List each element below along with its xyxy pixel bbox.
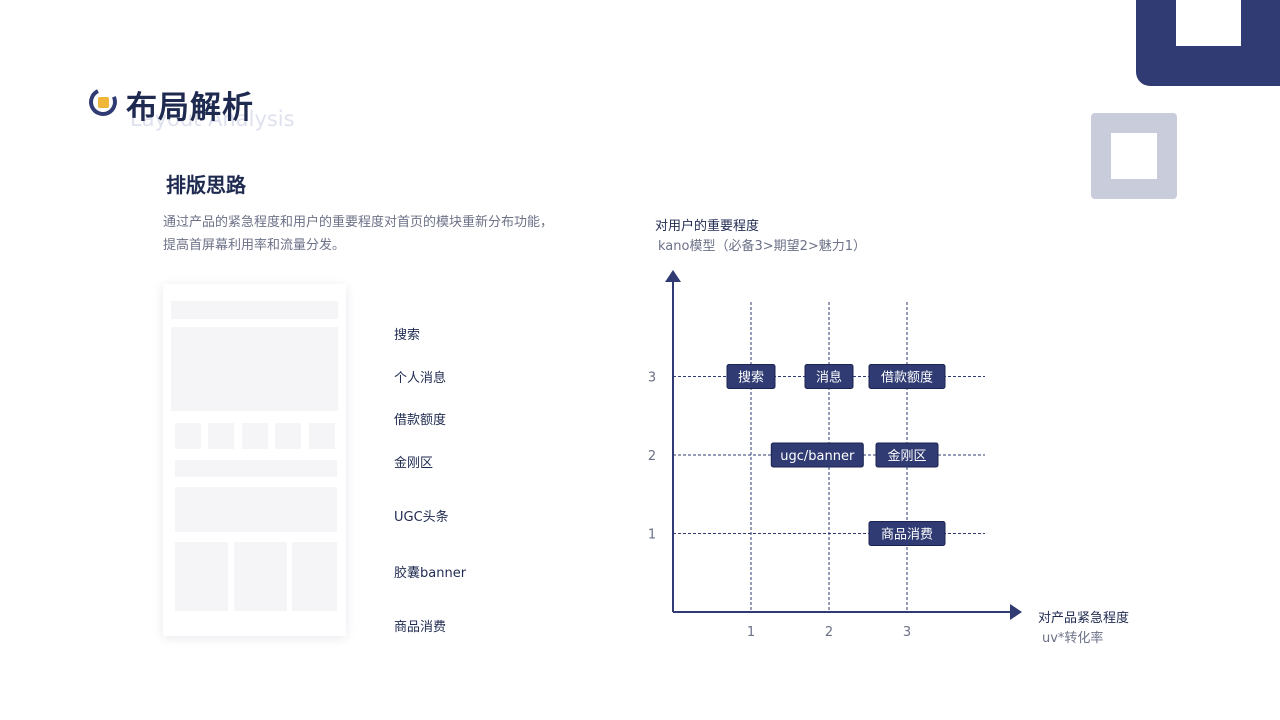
chart-x-tick-label: 3 (903, 625, 911, 640)
section-title: 排版思路 (166, 173, 246, 197)
wireframe-banner (175, 487, 337, 532)
wireframe-message-block (171, 327, 338, 411)
chart-point-label: 搜索 (738, 371, 764, 386)
wireframe-icon-slot (208, 423, 234, 449)
chart-point-label: 借款额度 (881, 370, 933, 386)
page-title: 布局解析 (126, 90, 254, 126)
decor-square-mid-hole (1111, 133, 1157, 179)
page-subtitle-en: Layout Analysis (130, 107, 295, 131)
chart-point-box (868, 364, 946, 389)
chart-point-label: 消息 (816, 370, 842, 386)
wireframe-ugc-bar (175, 460, 337, 477)
module-label-ugc: UGC头条 (394, 510, 449, 525)
chart-point-box (770, 442, 864, 468)
wireframe-product-card (175, 542, 228, 611)
wireframe-product-card (292, 542, 337, 611)
chart-x-axis-arrow (1010, 604, 1022, 620)
chart-x-axis-title: 对产品紧急程度 (1038, 611, 1130, 626)
wireframe-search-bar (171, 301, 338, 319)
chart-point-box (868, 521, 946, 546)
section-description-line2: 提高首屏幕利用率和流量分发。 (163, 238, 346, 253)
module-label-message: 个人消息 (394, 371, 447, 386)
module-label-product: 商品消费 (394, 620, 447, 635)
chart-x-axis-subtitle: uv*转化率 (1042, 631, 1104, 646)
module-label-capsule-banner: 胶囊banner (394, 566, 467, 581)
chart-point-label: ugc/banner (780, 449, 855, 464)
chart-y-tick-label: 1 (648, 528, 656, 543)
chart-point-box (875, 442, 939, 468)
wireframe-icon-slot (309, 423, 335, 449)
module-label-icon-grid: 金刚区 (394, 456, 434, 471)
chart-y-tick-label: 2 (648, 449, 656, 464)
chart-y-axis-title: 对用户的重要程度 (655, 219, 760, 234)
chart-point-box (726, 364, 776, 389)
decor-square-top-hole (1176, 0, 1241, 46)
wireframe-icon-slot (175, 423, 201, 449)
chart-point-box (804, 364, 854, 389)
chart-x-tick-label: 1 (747, 625, 755, 640)
chart-point-label: 金刚区 (887, 448, 926, 464)
module-label-credit: 借款额度 (394, 413, 447, 428)
chart-point-label: 商品消费 (881, 528, 933, 543)
chart-y-axis-arrow (665, 270, 681, 282)
chart-y-axis-subtitle: kano模型（必备3>期望2>魅力1） (658, 239, 867, 254)
chart-y-tick-label: 3 (648, 371, 656, 386)
wireframe-icon-slot (242, 423, 268, 449)
chart-x-tick-label: 2 (825, 625, 833, 640)
wireframe-product-card (234, 542, 287, 611)
module-label-search: 搜索 (394, 328, 421, 343)
logo-dot-icon (98, 97, 109, 108)
phone-wireframe (163, 284, 346, 636)
wireframe-icon-slot (275, 423, 301, 449)
section-description-line1: 通过产品的紧急程度和用户的重要程度对首页的模块重新分布功能， (163, 215, 554, 230)
